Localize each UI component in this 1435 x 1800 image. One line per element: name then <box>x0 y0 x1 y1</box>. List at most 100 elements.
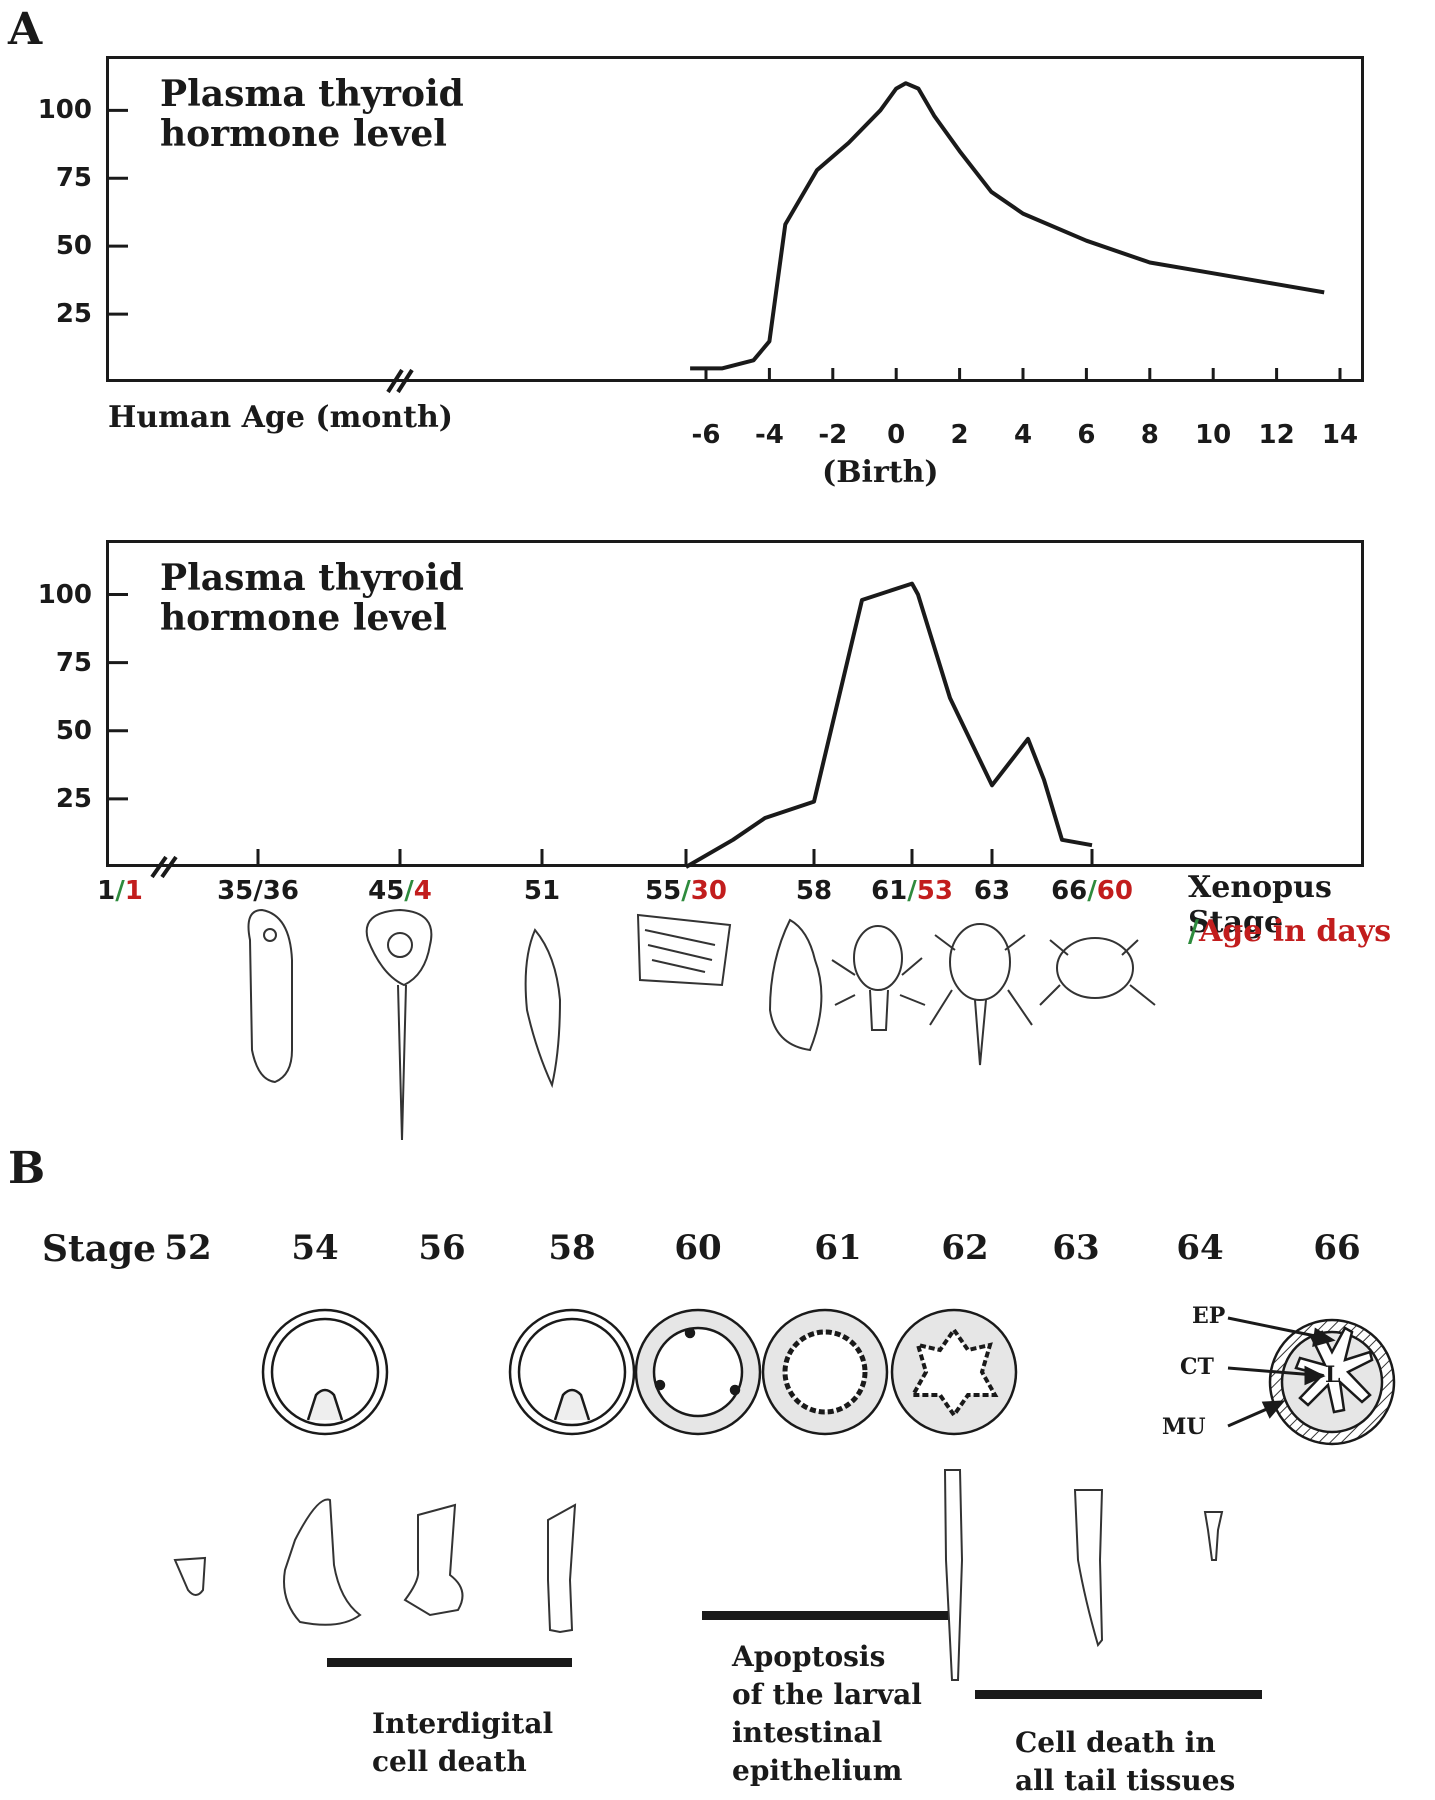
human-y-tick-label: 25 <box>55 299 92 330</box>
froglet-61-drawing <box>831 925 926 1031</box>
stage-number: 52 <box>164 1228 212 1268</box>
limb-bud-52-drawing <box>173 1556 207 1596</box>
tail-death-caption: Cell death in all tail tissues <box>1015 1724 1235 1800</box>
limb-58-drawing <box>547 1503 577 1634</box>
human-x-axis-label: Human Age (month) <box>108 400 453 435</box>
intestine-section-54 <box>261 1308 389 1436</box>
xenopus-axis-label-stage: Xenopus Stage <box>1188 870 1332 940</box>
human-x-tick-label: 6 <box>1077 420 1096 450</box>
intestine-section-66 <box>1268 1318 1396 1446</box>
limb-54-drawing <box>283 1498 362 1626</box>
human-x-tick-label: 8 <box>1140 420 1159 450</box>
panel-b-letter: B <box>8 1143 46 1194</box>
xenopus-stage-number: 61 <box>871 876 908 906</box>
stage-row-label: Stage <box>42 1228 157 1270</box>
panel-a-letter: A <box>8 4 43 55</box>
xenopus-x-tick-label: 35/36 <box>198 876 318 906</box>
human-axis-break <box>386 368 414 394</box>
xenopus-stage-sep: / <box>681 876 691 906</box>
intestine-section-62 <box>890 1308 1018 1436</box>
xenopus-stage-number: 51 <box>523 876 561 906</box>
intestine-section-58 <box>508 1308 636 1436</box>
human-x-tick-label: 12 <box>1258 420 1295 450</box>
human-hormone-curve <box>690 81 1325 371</box>
birth-label: (Birth) <box>822 455 939 490</box>
human-x-tick-label: 0 <box>887 420 906 450</box>
xenopus-plot-title-line1: Plasma thyroid <box>160 557 464 599</box>
xenopus-stage-sep: / <box>115 876 125 906</box>
xenopus-stage-number: 55 <box>645 876 682 906</box>
xenopus-x-tick-label: 55/30 <box>626 876 746 906</box>
xenopus-axis-label-days-text: Age in days <box>1198 914 1392 949</box>
xenopus-stage-number: 63 <box>973 876 1011 906</box>
stage-number: 60 <box>674 1228 722 1268</box>
xenopus-x-tick-label: 1/1 <box>60 876 180 906</box>
xenopus-age-days: 4 <box>413 876 432 906</box>
tail-64-drawing <box>1203 1511 1224 1561</box>
xenopus-x-tick-label: 61/53 <box>852 876 972 906</box>
human-x-tick-label: -2 <box>818 420 848 450</box>
human-plot-frame <box>106 56 1364 382</box>
xenopus-plot-title-line2: hormone level <box>160 597 447 639</box>
apoptosis-caption: Apoptosis of the larval intestinal epith… <box>732 1638 922 1790</box>
human-plot-title-line2: hormone level <box>160 113 447 155</box>
apoptosis-bar <box>702 1611 948 1620</box>
xenopus-stage-sep: / <box>1087 876 1097 906</box>
xenopus-stage-number: 66 <box>1051 876 1088 906</box>
xenopus-axis-label-sep: / <box>1188 914 1199 949</box>
xenopus-y-tick-label: 50 <box>55 715 92 746</box>
xenopus-x-tick-label: 58 <box>754 876 874 906</box>
froglet-63-drawing <box>929 923 1033 1066</box>
xenopus-age-days: 30 <box>690 876 727 906</box>
xenopus-y-tick-label: 100 <box>37 579 92 610</box>
stage-number: 61 <box>814 1228 862 1268</box>
lumen-label: L <box>1325 1362 1341 1388</box>
apoptosis-caption-line4: epithelium <box>732 1754 903 1787</box>
xenopus-plot-title: Plasma thyroid hormone level <box>160 558 464 638</box>
mu-label: MU <box>1162 1414 1206 1440</box>
human-x-tick-label: 10 <box>1195 420 1232 450</box>
tadpole-51-drawing <box>524 928 562 1089</box>
xenopus-age-days: 60 <box>1096 876 1133 906</box>
apoptosis-caption-line3: intestinal <box>732 1716 883 1749</box>
ct-label: CT <box>1180 1354 1214 1380</box>
human-x-tick-label: -6 <box>691 420 721 450</box>
xenopus-stage-number: 45 <box>368 876 405 906</box>
xenopus-x-tick-label: 63 <box>932 876 1052 906</box>
tadpole-45-drawing <box>365 908 433 987</box>
human-x-tick-label: 2 <box>950 420 969 450</box>
xenopus-age-days: 1 <box>124 876 143 906</box>
xenopus-axis-label-days: /Age in days <box>1188 914 1391 949</box>
human-x-tick-label: 4 <box>1013 420 1033 450</box>
xenopus-y-tick-label: 25 <box>55 783 92 814</box>
xenopus-hormone-curve <box>684 581 1093 869</box>
interdigital-caption-line1: Interdigital <box>372 1707 554 1740</box>
xenopus-x-tick-label: 51 <box>482 876 602 906</box>
xenopus-axis-break <box>150 855 178 879</box>
intestine-section-60 <box>634 1308 762 1436</box>
xenopus-stage-number: 1 <box>97 876 116 906</box>
xenopus-plot-frame <box>106 540 1364 867</box>
xenopus-stage-sep: / <box>404 876 414 906</box>
apoptosis-caption-line1: Apoptosis <box>732 1640 886 1673</box>
human-plot-title-line1: Plasma thyroid <box>160 73 464 115</box>
human-y-tick-label: 100 <box>37 95 92 126</box>
human-x-tick-label: 14 <box>1321 420 1359 450</box>
embryo-35-drawing <box>247 908 293 1084</box>
tail-death-caption-line2: all tail tissues <box>1015 1764 1236 1797</box>
xenopus-stage-sep: / <box>907 876 917 906</box>
xenopus-x-tick-label: 66/60 <box>1032 876 1152 906</box>
tail-death-caption-line1: Cell death in <box>1015 1726 1216 1759</box>
xenopus-stage-number: 35/36 <box>217 876 299 906</box>
human-y-tick-label: 75 <box>55 163 92 194</box>
stage-number: 62 <box>941 1228 989 1268</box>
human-y-tick-label: 50 <box>55 231 92 262</box>
intestine-section-61 <box>761 1308 889 1436</box>
stage-number: 66 <box>1313 1228 1361 1268</box>
frog-66-drawing <box>1039 937 1156 1006</box>
stage-number: 64 <box>1176 1228 1224 1268</box>
froglet-58-drawing <box>768 918 823 1052</box>
xenopus-age-days: 53 <box>916 876 953 906</box>
